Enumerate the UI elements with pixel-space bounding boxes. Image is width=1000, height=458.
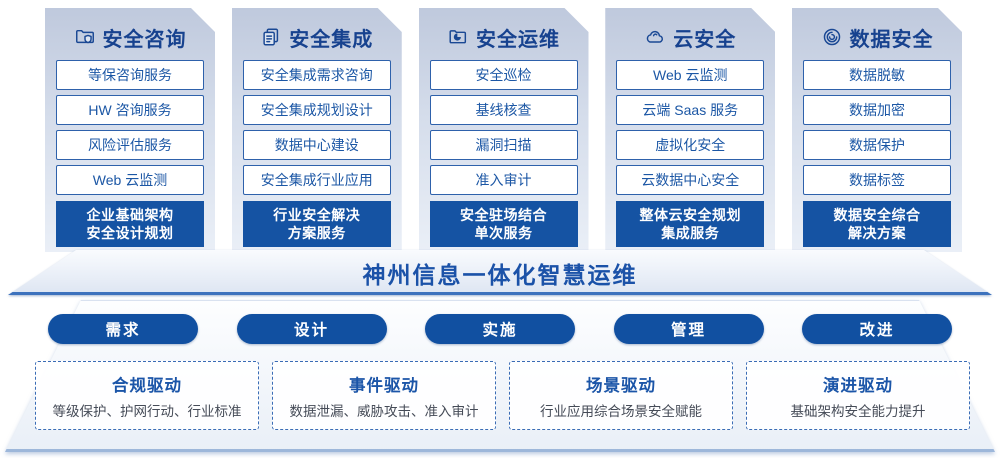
service-item: 漏洞扫描 <box>430 130 578 160</box>
card-header: 安全咨询 <box>56 24 204 50</box>
footer-line: 整体云安全规划 <box>639 206 741 223</box>
card-footer: 行业安全解决 方案服务 <box>243 201 391 247</box>
card-title: 云安全 <box>673 28 737 51</box>
card-footer: 企业基础架构 安全设计规划 <box>56 201 204 247</box>
cloud-icon <box>644 26 666 48</box>
card-title: 安全咨询 <box>102 28 187 51</box>
service-item: 安全集成行业应用 <box>243 165 391 195</box>
service-item: 数据中心建设 <box>243 130 391 160</box>
driver-title: 合规驱动 <box>112 376 182 395</box>
footer-line: 方案服务 <box>287 225 346 241</box>
documents-icon <box>260 26 282 48</box>
fingerprint-icon <box>821 26 843 48</box>
card-header: 云安全 <box>616 24 764 50</box>
pill-implementation: 实施 <box>425 314 575 344</box>
footer-line: 安全驻场结合 <box>460 206 547 223</box>
card-header: 安全运维 <box>430 24 578 50</box>
service-item: 基线核查 <box>430 95 578 125</box>
card-footer: 整体云安全规划 集成服务 <box>616 201 764 247</box>
service-card-cloud: 云安全 Web 云监测 云端 Saas 服务 虚拟化安全 云数据中心安全 整体云… <box>605 8 775 252</box>
driver-title: 演进驱动 <box>823 376 893 395</box>
service-item: 数据标签 <box>803 165 951 195</box>
service-card-integration: 安全集成 安全集成需求咨询 安全集成规划设计 数据中心建设 安全集成行业应用 行… <box>232 8 402 252</box>
service-card-consulting: 安全咨询 等保咨询服务 HW 咨询服务 风险评估服务 Web 云监测 企业基础架… <box>45 8 215 252</box>
footer-line: 行业安全解决 <box>273 206 361 223</box>
service-item: HW 咨询服务 <box>56 95 204 125</box>
service-item: 安全集成需求咨询 <box>243 60 391 90</box>
folder-monitor-icon <box>447 26 469 48</box>
banner-title: 神州信息一体化智慧运维 <box>362 261 638 288</box>
card-title: 安全运维 <box>476 28 560 51</box>
card-header: 数据安全 <box>803 24 951 50</box>
process-pills: 需求 设计 实施 管理 改进 <box>48 314 952 344</box>
service-item: Web 云监测 <box>616 60 764 90</box>
pill-improvement: 改进 <box>802 314 952 344</box>
card-footer: 数据安全综合 解决方案 <box>803 201 951 247</box>
service-item: 数据加密 <box>803 95 951 125</box>
footer-line: 安全设计规划 <box>86 225 174 241</box>
driver-title: 事件驱动 <box>349 376 419 395</box>
pill-design: 设计 <box>236 314 387 344</box>
driver-box-evolution: 演进驱动 基础架构安全能力提升 <box>746 361 970 430</box>
service-item: 数据脱敏 <box>803 60 951 90</box>
footer-line: 数据安全综合 <box>833 206 921 223</box>
service-item: Web 云监测 <box>56 165 204 195</box>
service-item: 云数据中心安全 <box>616 165 764 195</box>
banner-shape: 神州信息一体化智慧运维 <box>8 250 992 295</box>
service-item: 安全巡检 <box>430 60 578 90</box>
banner-bottom-line <box>8 292 992 295</box>
driver-desc: 数据泄漏、威胁攻击、准入审计 <box>289 403 479 419</box>
card-footer: 安全驻场结合 单次服务 <box>430 201 578 247</box>
service-columns: 安全咨询 等保咨询服务 HW 咨询服务 风险评估服务 Web 云监测 企业基础架… <box>45 8 962 252</box>
service-item: 风险评估服务 <box>56 130 204 160</box>
driver-boxes: 合规驱动 等级保护、护网行动、行业标准 事件驱动 数据泄漏、威胁攻击、准入审计 … <box>35 361 970 430</box>
footer-line: 企业基础架构 <box>86 206 174 223</box>
service-item: 数据保护 <box>803 130 951 160</box>
footer-line: 解决方案 <box>848 225 906 241</box>
pill-management: 管理 <box>613 314 764 344</box>
footer-line: 单次服务 <box>474 225 533 241</box>
service-item: 虚拟化安全 <box>616 130 764 160</box>
service-card-operations: 安全运维 安全巡检 基线核查 漏洞扫描 准入审计 安全驻场结合 单次服务 <box>419 8 589 252</box>
driver-desc: 等级保护、护网行动、行业标准 <box>52 403 242 419</box>
service-item: 云端 Saas 服务 <box>616 95 764 125</box>
pill-demand: 需求 <box>48 314 198 344</box>
driver-title: 场景驱动 <box>586 376 656 395</box>
driver-desc: 基础架构安全能力提升 <box>790 403 926 419</box>
platform-bottom-line <box>5 449 995 452</box>
driver-box-compliance: 合规驱动 等级保护、护网行动、行业标准 <box>35 361 259 430</box>
banner: 神州信息一体化智慧运维 <box>8 250 992 295</box>
driver-box-event: 事件驱动 数据泄漏、威胁攻击、准入审计 <box>272 361 496 430</box>
service-item: 准入审计 <box>430 165 578 195</box>
footer-line: 集成服务 <box>661 225 720 241</box>
driver-box-scenario: 场景驱动 行业应用综合场景安全赋能 <box>509 361 733 430</box>
card-title: 数据安全 <box>849 28 934 51</box>
service-item: 安全集成规划设计 <box>243 95 391 125</box>
driver-desc: 行业应用综合场景安全赋能 <box>540 403 702 419</box>
service-item: 等保咨询服务 <box>56 60 204 90</box>
service-card-data-security: 数据安全 数据脱敏 数据加密 数据保护 数据标签 数据安全综合 解决方案 <box>792 8 962 252</box>
card-title: 安全集成 <box>289 28 374 51</box>
folder-shield-icon <box>74 26 96 48</box>
card-header: 安全集成 <box>243 24 391 50</box>
